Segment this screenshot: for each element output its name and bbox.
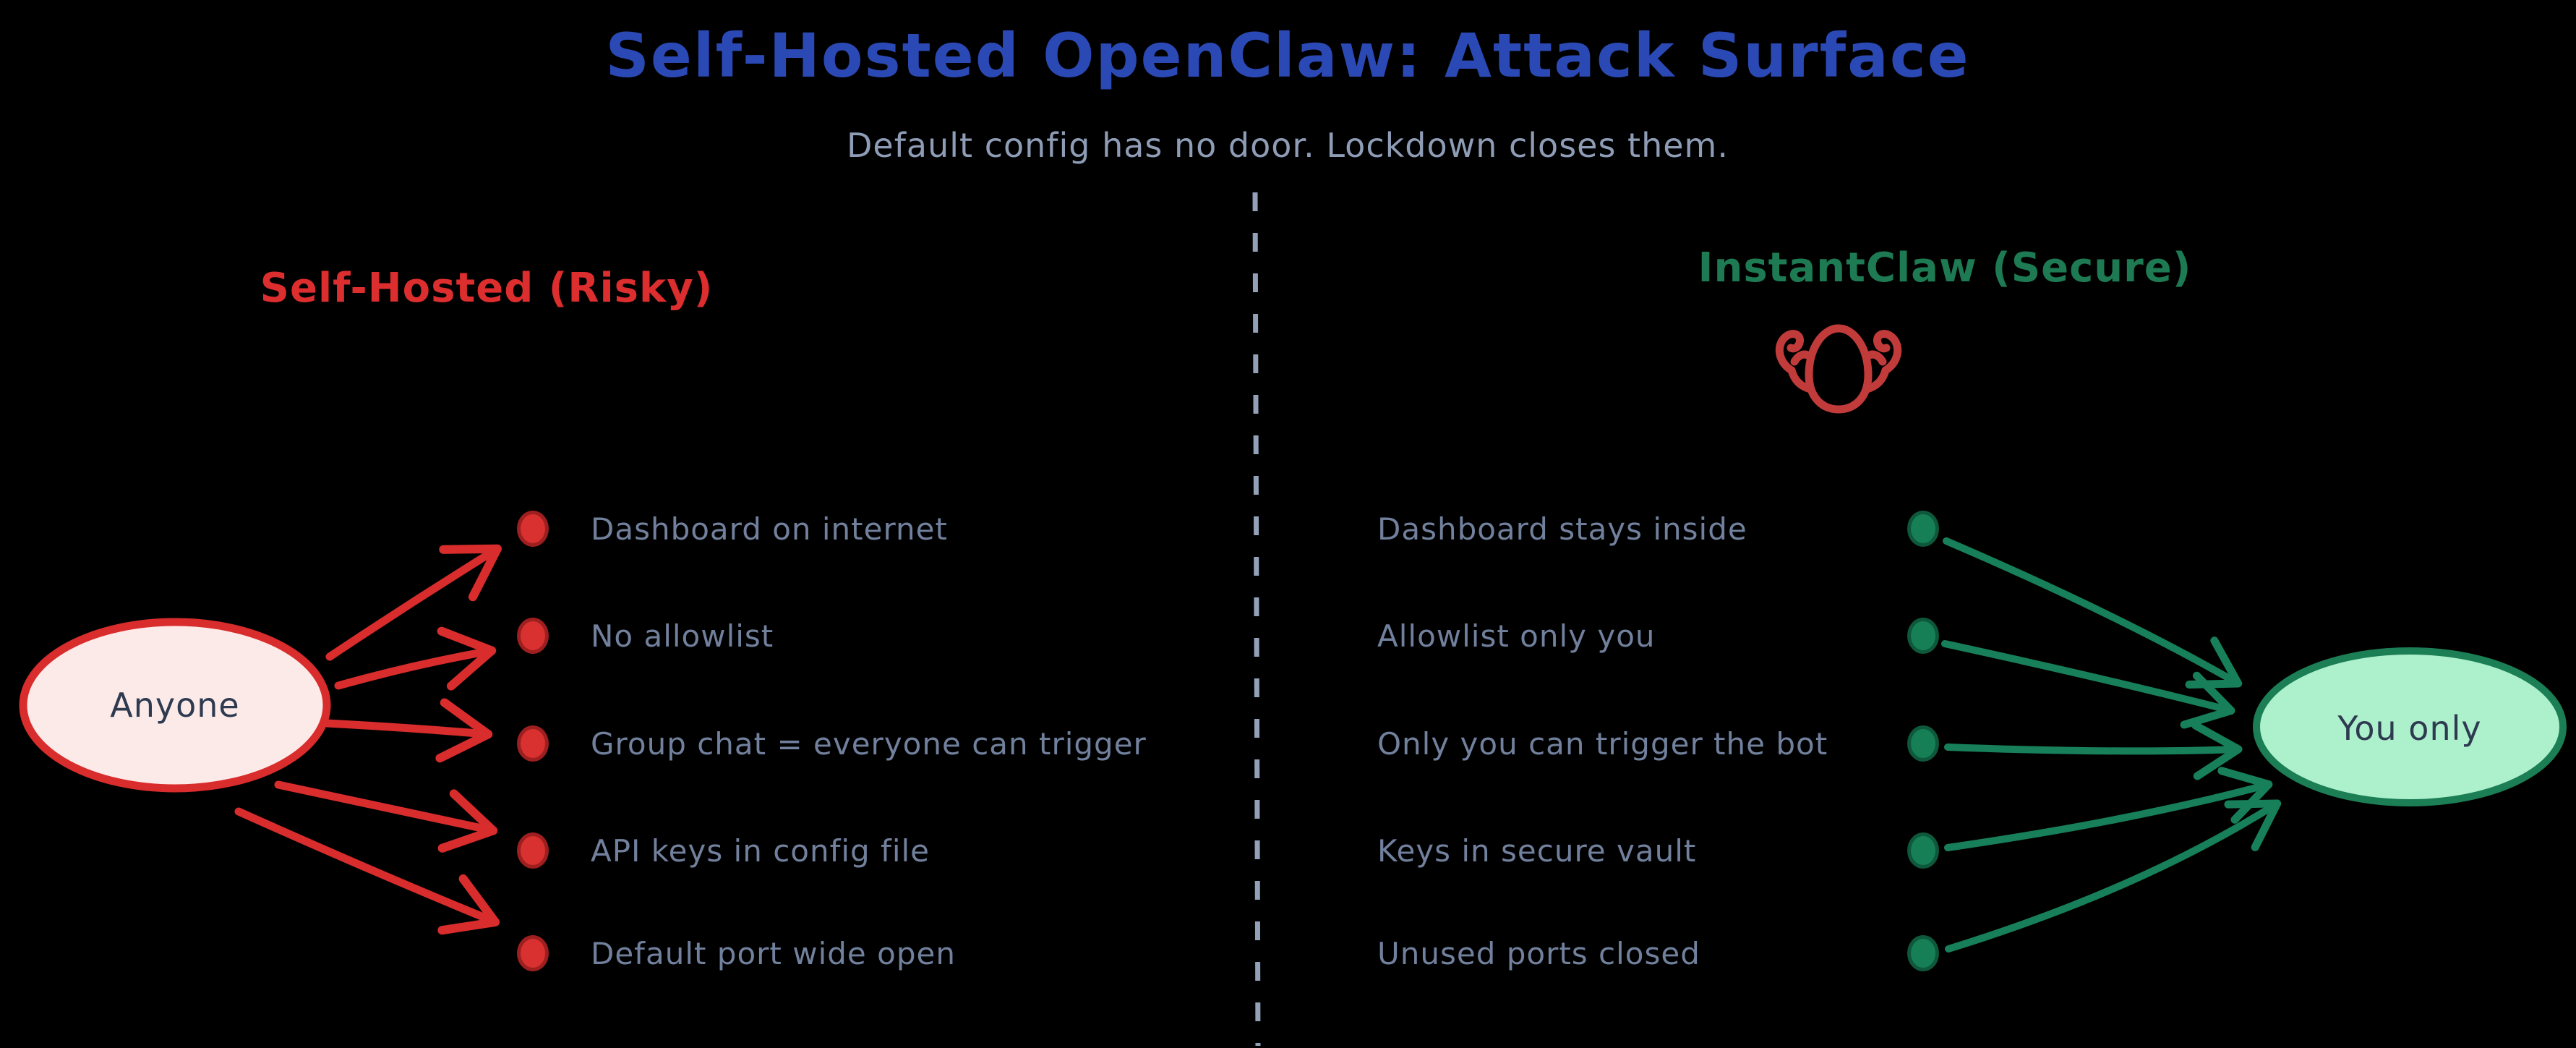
green-dot-icon <box>1907 725 1939 762</box>
risky-list-item: API keys in config file <box>517 832 930 869</box>
secure-item-label: Dashboard stays inside <box>1377 511 1747 547</box>
secure-arrow-4 <box>1944 767 2273 851</box>
you-only-node-ellipse <box>2253 647 2567 806</box>
risky-column-heading: Self-Hosted (Risky) <box>260 265 714 312</box>
page-subtitle: Default config has no door. Lockdown clo… <box>847 126 1729 165</box>
green-dot-icon <box>1907 832 1939 869</box>
secure-arrow-1 <box>1943 537 2243 689</box>
anyone-node-ellipse <box>19 618 331 793</box>
risky-arrow-3 <box>322 698 493 763</box>
secure-column-heading: InstantClaw (Secure) <box>1698 244 2192 291</box>
secure-item-label: Unused ports closed <box>1377 935 1700 971</box>
risky-arrow-1 <box>325 544 502 661</box>
risky-list-item: Group chat = everyone can trigger <box>517 725 1147 762</box>
risky-arrow-5 <box>234 807 500 935</box>
secure-list-item: Dashboard stays inside <box>1377 510 1939 548</box>
secure-arrow-5 <box>1945 799 2282 953</box>
green-dot-icon <box>1907 618 1939 654</box>
green-dot-icon <box>1907 511 1939 547</box>
red-dot-icon <box>517 725 549 762</box>
panel-divider-line <box>1252 192 1261 1047</box>
secure-item-label: Keys in secure vault <box>1377 832 1697 869</box>
risky-arrow-2 <box>334 626 497 691</box>
secure-arrow-3 <box>1944 721 2243 780</box>
risky-item-label: Group chat = everyone can trigger <box>591 725 1147 762</box>
red-dot-icon <box>517 511 549 547</box>
secure-item-label: Allowlist only you <box>1377 618 1656 654</box>
you-only-node-label: You only <box>2337 709 2482 748</box>
red-dot-icon <box>517 935 549 971</box>
page-title: Self-Hosted OpenClaw: Attack Surface <box>605 20 1970 91</box>
risky-item-label: Dashboard on internet <box>591 511 948 547</box>
crab-icon <box>1775 324 1902 414</box>
risky-list-item: Dashboard on internet <box>517 510 948 548</box>
risky-item-label: No allowlist <box>591 618 774 654</box>
secure-list-item: Allowlist only you <box>1377 617 1939 655</box>
risky-list-item: No allowlist <box>517 617 774 655</box>
secure-item-label: Only you can trigger the bot <box>1377 725 1828 762</box>
secure-list-item: Keys in secure vault <box>1377 832 1939 869</box>
anyone-node-label: Anyone <box>110 686 240 725</box>
risky-arrow-4 <box>274 780 498 853</box>
secure-list-item: Unused ports closed <box>1377 934 1939 972</box>
risky-list-item: Default port wide open <box>517 934 956 972</box>
red-dot-icon <box>517 618 549 654</box>
risky-item-label: Default port wide open <box>591 935 956 971</box>
secure-list-item: Only you can trigger the bot <box>1377 725 1939 762</box>
red-dot-icon <box>517 832 549 869</box>
risky-item-label: API keys in config file <box>591 832 930 869</box>
secure-arrow-2 <box>1941 640 2235 729</box>
green-dot-icon <box>1907 935 1939 971</box>
